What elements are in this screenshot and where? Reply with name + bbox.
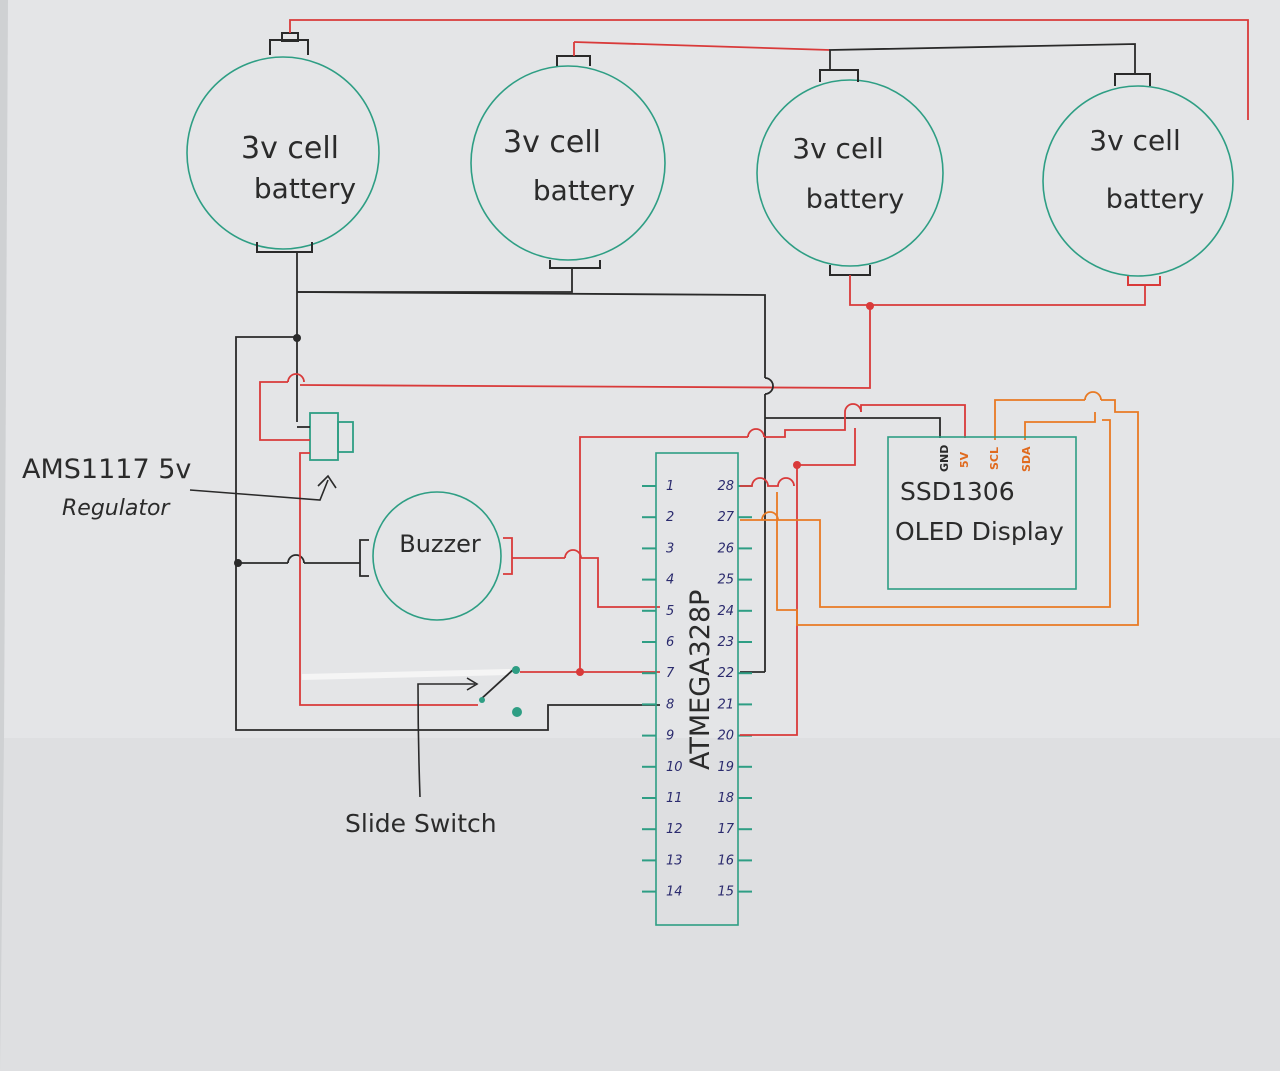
mcu-pin-label-left: 5 — [666, 604, 674, 619]
oled-label-line1: SSD1306 — [900, 477, 1015, 506]
mcu-pin-label-left: 7 — [666, 666, 675, 681]
battery-2-label-line1: 3v cell — [503, 125, 601, 160]
microcontroller: ATMEGA328P 12345678910111213142827262524… — [642, 452, 752, 926]
battery-4-label-line2: battery — [1106, 184, 1205, 215]
mcu-pin-label-left: 11 — [666, 791, 683, 806]
mcu-pin-label-right: 18 — [717, 791, 734, 806]
mcu-pin-group: 1234567891011121314282726252423222120191… — [642, 479, 752, 900]
oled-display: GND 5V SCL SDA SSD1306 OLED Display — [887, 436, 1077, 590]
mcu-pin-label-right: 28 — [717, 479, 734, 494]
mcu-pin-label-right: 25 — [717, 573, 734, 588]
buzzer-label: Buzzer — [399, 530, 481, 558]
mcu-pin-label-left: 1 — [666, 479, 674, 494]
voltage-regulator: AMS1117 5v Regulator — [22, 373, 478, 706]
mcu-pin-label-left: 12 — [666, 822, 683, 837]
regulator-label-line2: Regulator — [62, 496, 171, 521]
mcu-pin-label-right: 20 — [717, 729, 734, 744]
regulator-label-line1: AMS1117 5v — [22, 454, 191, 485]
paper-upper — [4, 0, 1280, 740]
mcu-pin-label-left: 6 — [666, 635, 674, 650]
mcu-pin-label-left: 4 — [666, 573, 674, 588]
mcu-pin-label-right: 17 — [717, 822, 734, 837]
battery-2-label-line2: battery — [533, 174, 635, 207]
i2c-wires — [740, 391, 1139, 626]
oled-label-line2: OLED Display — [895, 517, 1064, 546]
mcu-pin-label-left: 13 — [666, 853, 683, 868]
mcu-right-wires — [740, 403, 966, 736]
mcu-pin-label-right: 16 — [717, 853, 734, 868]
mcu-pin-label-left: 2 — [666, 510, 674, 525]
mcu-label: ATMEGA328P — [685, 590, 716, 770]
battery-3-label-line2: battery — [806, 184, 905, 215]
mcu-pin-label-right: 27 — [717, 510, 734, 525]
mcu-pin-label-right: 24 — [717, 604, 734, 619]
mcu-pin-label-right: 23 — [717, 635, 734, 650]
mcu-pin-label-left: 3 — [666, 541, 674, 556]
ground-wires — [234, 252, 941, 731]
mcu-pin-label-right: 26 — [717, 541, 734, 556]
mcu-pin-label-left: 14 — [666, 885, 683, 900]
mcu-pin-label-left: 9 — [666, 729, 674, 744]
oled-pin-gnd: GND — [938, 445, 951, 472]
battery-1-label-line1: 3v cell — [241, 131, 339, 166]
paper-lower — [0, 738, 1280, 1071]
mcu-pin-label-right: 19 — [717, 760, 734, 775]
battery-1-label-line2: battery — [254, 172, 356, 205]
mcu-pin-label-right: 22 — [717, 666, 734, 681]
mcu-pin-label-right: 15 — [717, 885, 734, 900]
battery-1: 3v cell battery — [186, 32, 380, 253]
slide-switch: Slide Switch — [301, 436, 748, 838]
battery-4: 3v cell battery — [1042, 73, 1234, 286]
mcu-pin-label-left: 8 — [666, 697, 674, 712]
oled-pin-scl: SCL — [988, 447, 1001, 470]
battery-3-label-line1: 3v cell — [792, 132, 883, 165]
oled-pin-5v: 5V — [958, 451, 971, 468]
mcu-pin-label-left: 10 — [666, 760, 683, 775]
mcu-pin-label-right: 21 — [717, 697, 734, 712]
battery-series-wires — [289, 19, 1249, 389]
battery-4-label-line1: 3v cell — [1089, 124, 1180, 157]
oled-pin-sda: SDA — [1020, 446, 1033, 472]
slide-switch-label: Slide Switch — [345, 809, 497, 838]
